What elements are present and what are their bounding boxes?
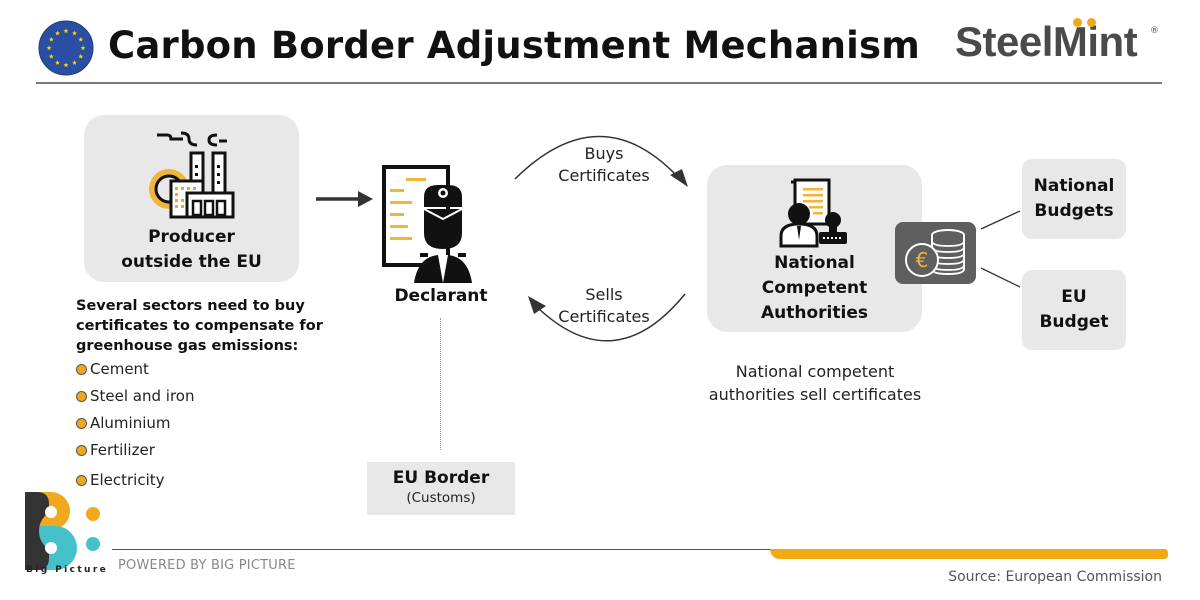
brand-dot-right (1087, 18, 1096, 27)
eu-budget-line1: EU (1061, 287, 1087, 307)
sector-item: Steel and iron (76, 387, 194, 405)
nca-caption-line2: authorities sell certificates (708, 385, 922, 404)
eu-star-icon (63, 62, 69, 68)
sector-label: Steel and iron (90, 387, 195, 405)
footer-accent-bar (770, 549, 1168, 559)
euro-symbol: € (916, 248, 929, 272)
national-budgets-line2: Budgets (1034, 201, 1114, 221)
sells-arrow-icon (528, 293, 686, 342)
bullet-dot-icon (76, 390, 87, 402)
producer-label: Producer outside the EU (84, 225, 299, 275)
steelmint-logo: SteelMint (955, 18, 1138, 66)
nca-caption: National competent authorities sell cert… (695, 360, 935, 406)
eu-star-icon (80, 45, 86, 51)
bullet-dot-icon (76, 444, 87, 456)
brand-dot-left (1073, 18, 1082, 27)
eu-star-icon (55, 30, 60, 36)
factory-icon (149, 131, 235, 219)
euro-coins-icon: € (905, 229, 965, 277)
big-picture-logo (25, 492, 100, 570)
eu-star-icon (72, 30, 77, 36)
eu-star-icon (63, 28, 69, 34)
sector-item: Fertilizer (76, 441, 155, 459)
border-connector-line (440, 318, 441, 450)
producer-label-line1: Producer (148, 227, 235, 247)
declarant-label: Declarant (394, 286, 488, 306)
eu-star-icon (72, 60, 77, 65)
national-budgets-box: National Budgets (1022, 159, 1126, 239)
sector-label: Aluminium (90, 414, 171, 432)
brand-name: SteelMint (955, 18, 1138, 65)
nca-label-line1: National (774, 253, 855, 273)
nca-label: National Competent Authorities (707, 251, 922, 326)
sells-line1: Sells (585, 285, 623, 304)
declarant-officer-icon (382, 165, 472, 283)
registered-mark: ® (1150, 26, 1159, 36)
eu-border-title: EU Border (392, 468, 490, 488)
eu-star-icon (48, 36, 54, 42)
bullet-dot-icon (76, 474, 87, 486)
sector-label: Fertilizer (90, 441, 155, 459)
sector-item: Electricity (76, 471, 165, 489)
arrow-right-icon (316, 191, 373, 207)
sector-label: Cement (90, 360, 149, 378)
page-title: Carbon Border Adjustment Mechanism (108, 24, 921, 67)
source-text: Source: European Commission (948, 569, 1162, 585)
nca-label-line2: Competent (761, 278, 868, 298)
sector-label: Electricity (90, 471, 165, 489)
sector-item: Aluminium (76, 414, 171, 432)
powered-by-text: POWERED BY BIG PICTURE (118, 558, 296, 573)
authority-stamp-icon (779, 178, 847, 248)
buys-certificates-label: Buys Certificates (544, 143, 664, 187)
bullet-dot-icon (76, 417, 87, 429)
nca-caption-line1: National competent (735, 362, 895, 381)
eu-border-box: EU Border (Customs) (367, 462, 515, 515)
sells-certificates-label: Sells Certificates (544, 284, 664, 328)
eu-star-icon (48, 53, 54, 59)
eu-flag-icon (38, 20, 94, 76)
sector-item: Cement (76, 360, 149, 378)
eu-budget-box: EU Budget (1022, 270, 1126, 350)
bullet-dot-icon (76, 363, 87, 375)
big-picture-logo-text: Big Picture (26, 565, 109, 575)
eu-star-icon (78, 36, 84, 42)
buys-line1: Buys (584, 144, 624, 163)
eu-star-icon (46, 45, 52, 51)
buys-line2: Certificates (558, 166, 650, 185)
eu-star-icon (55, 60, 60, 65)
buys-arrow-icon (514, 135, 688, 187)
sells-line2: Certificates (558, 307, 650, 326)
footer-divider (112, 549, 772, 550)
nca-label-line3: Authorities (761, 303, 868, 323)
national-budgets-line1: National (1033, 176, 1115, 196)
sectors-intro: Several sectors need to buy certificates… (76, 298, 323, 354)
producer-label-line2: outside the EU (121, 252, 262, 272)
budget-connector-lines (980, 210, 1021, 288)
eu-budget-line2: Budget (1039, 312, 1109, 332)
header-divider (36, 82, 1162, 84)
eu-star-icon (78, 53, 84, 59)
eu-border-subtitle: (Customs) (406, 490, 476, 506)
